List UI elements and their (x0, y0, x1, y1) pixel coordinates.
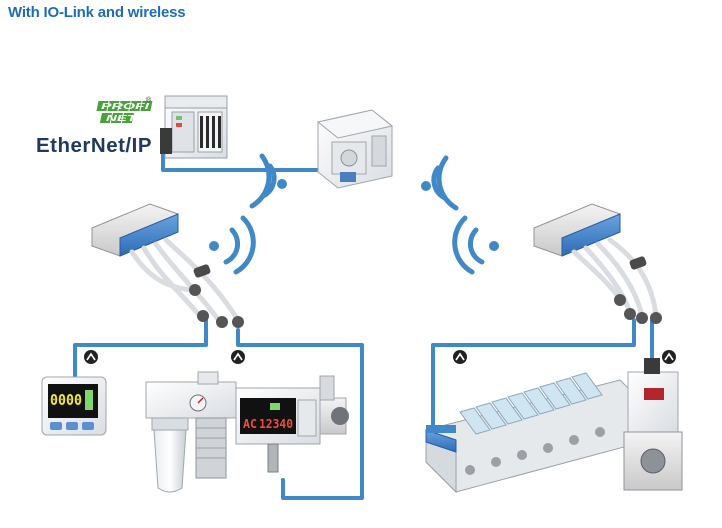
cable-right-valve-manifold (431, 318, 636, 430)
profinet-bottom-label: NET (106, 114, 138, 123)
flow-sensor-display-left: AC (243, 417, 257, 431)
flow-sensor-display-right: 12340 (259, 417, 293, 431)
valve-manifold (425, 372, 651, 494)
electro-pneumatic-regulator (623, 358, 683, 491)
cable-left-flow-sensor (236, 328, 364, 500)
flow-sensor: AC 12340 (235, 375, 349, 473)
filter-regulator-unit (145, 371, 237, 493)
manifold-connector (426, 425, 456, 433)
pressure-switch-display: 0000 (50, 391, 82, 409)
wireless-remote-left (91, 203, 244, 328)
profinet-top-label: PROFI (101, 102, 151, 111)
ethernet-ip-logo: EtherNet/IP (36, 135, 152, 157)
plc-controller (160, 95, 228, 159)
io-link-master (316, 109, 394, 189)
pressure-switch: 0000 (41, 376, 107, 436)
wireless-remote-right (533, 203, 662, 324)
io-link-icon (84, 350, 676, 364)
page-title: With IO-Link and wireless (8, 4, 186, 21)
wireless-signal-icon (421, 155, 499, 275)
registered-mark: ® (146, 96, 152, 104)
cable-left-pressure-switch (73, 313, 208, 380)
profinet-logo: PROFI NET ® (96, 96, 153, 123)
wireless-signal-icon (209, 153, 287, 275)
